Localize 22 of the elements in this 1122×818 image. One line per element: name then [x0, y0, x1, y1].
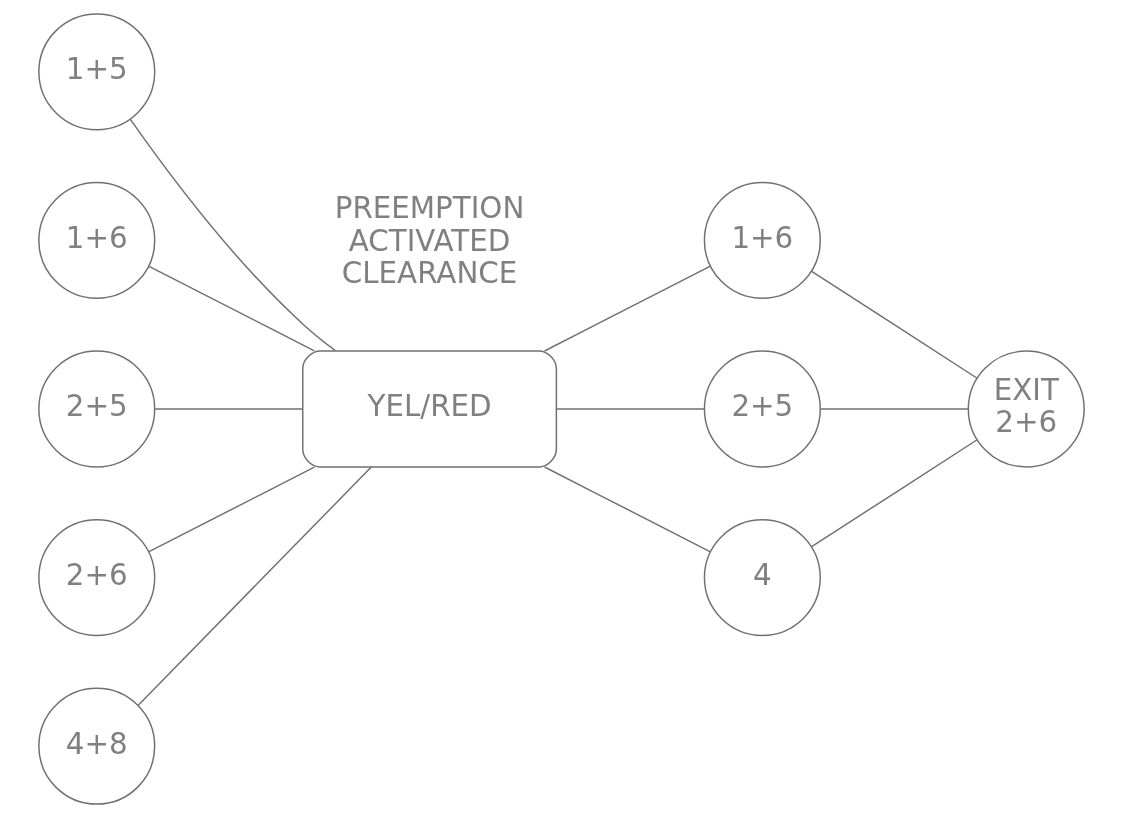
connector [543, 265, 711, 352]
connector [810, 270, 977, 379]
connector [810, 439, 977, 548]
node-circle: 4+8 [37, 687, 155, 805]
node-circle: 1+6 [37, 181, 155, 300]
node-circle: 4 [703, 518, 821, 637]
connector [147, 466, 315, 553]
connector [129, 118, 336, 352]
connector [555, 408, 705, 410]
connector [153, 408, 303, 410]
node-box: YEL/RED [301, 350, 557, 468]
node-circle: 2+5 [37, 350, 155, 468]
node-circle: 1+6 [703, 181, 821, 300]
connector [147, 265, 315, 352]
node-circle: 2+6 [37, 518, 155, 637]
node-circle: 2+5 [703, 350, 821, 468]
connector [819, 408, 969, 410]
node-circle: EXIT 2+6 [967, 350, 1085, 468]
connector [136, 466, 372, 707]
label: PREEMPTION ACTIVATED CLEARANCE [334, 191, 524, 290]
connector [543, 466, 711, 553]
node-circle: 1+5 [37, 13, 155, 131]
